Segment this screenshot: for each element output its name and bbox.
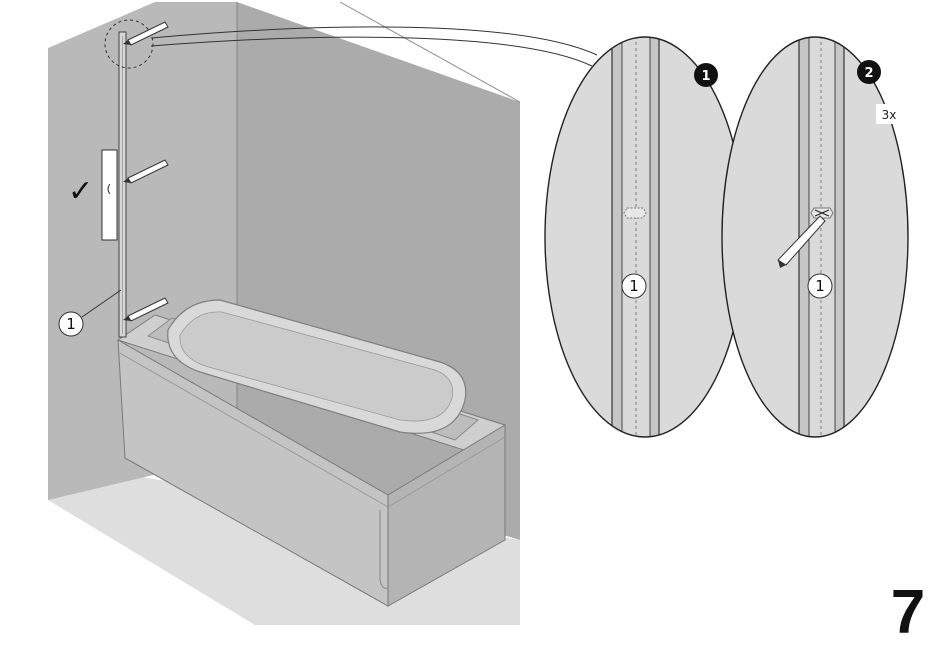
repeat-count: 3x bbox=[882, 108, 897, 122]
detail-view-step-2 bbox=[722, 30, 908, 450]
part-callout-label: 1 bbox=[66, 315, 76, 333]
drill-mark bbox=[624, 208, 646, 218]
step-2-number: 2 bbox=[864, 66, 873, 81]
check-mark: ✓ bbox=[68, 174, 93, 209]
step-1-number: 1 bbox=[701, 69, 710, 84]
spirit-level bbox=[102, 150, 117, 240]
detail-2-part-label: 1 bbox=[815, 277, 825, 295]
detail-1-part-label: 1 bbox=[629, 277, 639, 295]
detail-view-step-1 bbox=[545, 30, 745, 450]
page-number: 7 bbox=[891, 578, 925, 647]
